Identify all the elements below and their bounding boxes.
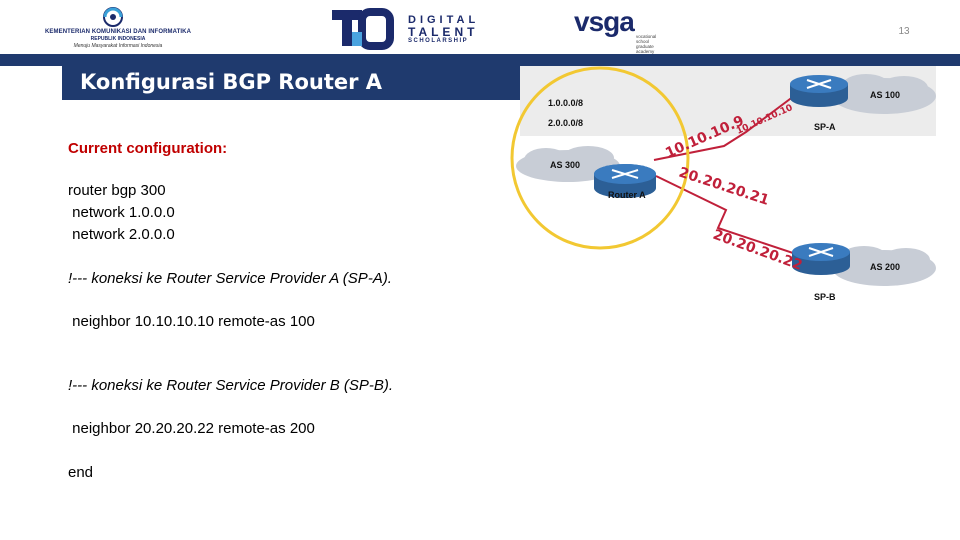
vsga-sub2: school [636, 39, 650, 44]
title-bar [62, 66, 520, 100]
kominfo-line2: REPUBLIK INDONESIA [90, 36, 146, 42]
network-1-label: 1.0.0.0/8 [548, 98, 583, 108]
link-routera-spb [655, 175, 809, 259]
router-a-highlight-circle [510, 66, 690, 250]
page-number: 13 [898, 26, 910, 37]
config-heading: Current configuration: [68, 140, 228, 157]
slide-title: Konfigurasi BGP Router A [80, 70, 383, 94]
dts-line1: DIGITAL [408, 14, 480, 26]
header: KEMENTERIAN KOMUNIKASI DAN INFORMATIKA R… [0, 0, 960, 54]
sp-b-label: SP-B [814, 292, 836, 302]
config-line-end: end [68, 464, 94, 481]
config-line-network-2: network 2.0.0.0 [68, 226, 175, 243]
vsga-sub1: vocational [636, 34, 657, 39]
dts-line2: TALENT [408, 25, 479, 39]
config-line-network-1: network 1.0.0.0 [68, 204, 175, 221]
dts-logo: DIGITAL TALENT SCHOLARSHIP [330, 6, 500, 50]
dts-line3: SCHOLARSHIP [408, 38, 469, 44]
kominfo-emblem-icon [103, 7, 123, 27]
cloud-as200 [832, 246, 936, 286]
bgp-topology-diagram: 1.0.0.0/8 2.0.0.0/8 AS 300 Router A AS 1… [510, 66, 936, 302]
vsga-sub4: academy [636, 49, 655, 54]
header-band [0, 54, 960, 66]
kominfo-line1: KEMENTERIAN KOMUNIKASI DAN INFORMATIKA [44, 29, 191, 35]
config-line-neighbor-spa: neighbor 10.10.10.10 remote-as 100 [68, 313, 315, 330]
dts-mark-icon [332, 8, 394, 50]
vsga-wordmark: vsga [574, 6, 635, 37]
config-comment-spa: !--- koneksi ke Router Service Provider … [68, 270, 392, 287]
as300-label: AS 300 [550, 160, 580, 170]
router-spb-icon [792, 243, 850, 275]
config-comment-spb: !--- koneksi ke Router Service Provider … [68, 377, 394, 394]
as100-label: AS 100 [870, 90, 900, 100]
cloud-as100 [832, 74, 936, 114]
router-spa-icon [790, 75, 848, 107]
as200-label: AS 200 [870, 262, 900, 272]
config-line-router-bgp: router bgp 300 [68, 182, 166, 199]
vsga-logo: vsga vocational school graduate academy [574, 6, 684, 54]
network-2-label: 2.0.0.0/8 [548, 118, 583, 128]
router-a-label: Router A [608, 190, 646, 200]
sp-a-label: SP-A [814, 122, 836, 132]
kominfo-logo: KEMENTERIAN KOMUNIKASI DAN INFORMATIKA R… [38, 5, 198, 49]
router-a-icon [594, 164, 656, 198]
config-line-neighbor-spb: neighbor 20.20.20.22 remote-as 200 [68, 420, 315, 437]
link-ip-routera-spb: 20.20.20.21 [677, 165, 771, 209]
vsga-sub3: graduate [636, 44, 654, 49]
link-ip-spb: 20.20.20.22 [711, 227, 805, 274]
kominfo-line3: Menuju Masyarakat Informasi Indonesia [73, 43, 163, 49]
